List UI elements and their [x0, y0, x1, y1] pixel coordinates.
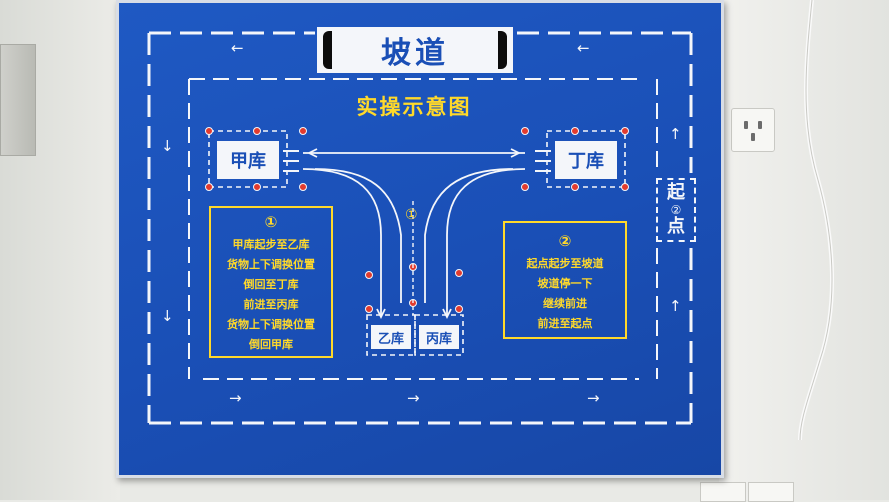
instruction-line: 甲库起步至乙库 [232, 238, 310, 251]
outlet-hole [758, 121, 762, 129]
board-title: 坡道 [317, 27, 513, 73]
instructions-1-number: ① [264, 213, 278, 231]
instruction-line: 倒回至丁库 [243, 278, 299, 291]
title-bracket-left [323, 31, 332, 69]
garage-yi: 乙库 [371, 325, 411, 349]
board-subtitle: 实操示意图 [356, 95, 472, 119]
start-char-bottom: 点 [667, 216, 685, 237]
garage-jia: 甲库 [217, 141, 279, 179]
wall-outlet [731, 108, 775, 152]
instruction-line: 货物上下调换位置 [227, 258, 315, 271]
instruction-line: 倒回甲库 [249, 338, 293, 351]
arrow-bottom-middle: → [407, 389, 420, 407]
garage-bing: 丙库 [419, 325, 459, 349]
arrow-left-lower: ↓ [161, 307, 174, 325]
arrow-top-right: ← [577, 39, 590, 57]
title-bracket-right [498, 31, 507, 69]
arrow-bottom-left: → [229, 389, 242, 407]
instructions-box-2: ② 起点起步至坡道 坡道停一下 继续前进 前进至起点 [503, 221, 627, 339]
outlet-hole [744, 121, 748, 129]
wall-mounted-box [0, 44, 36, 156]
start-char-top: 起 [667, 182, 685, 203]
instruction-board: ← ← → → → ↓ ↓ ↑ ↑ 坡道 实操示意图 甲库 丁库 乙库 丙库 ①… [116, 0, 724, 478]
board-title-text: 坡道 [381, 36, 449, 71]
instruction-line: 前进至起点 [537, 317, 593, 330]
arrow-bottom-right: → [587, 389, 600, 407]
instruction-line: 继续前进 [543, 297, 587, 310]
arrow-left-upper: ↓ [161, 137, 174, 155]
start-number: ② [670, 203, 682, 217]
arrow-right-upper: ↑ [669, 125, 682, 143]
outlet-hole [751, 133, 755, 141]
instruction-line: 起点起步至坡道 [526, 257, 604, 270]
garage-ding: 丁库 [555, 141, 617, 179]
instruction-line: 前进至丙库 [243, 298, 299, 311]
instructions-box-1: ① 甲库起步至乙库 货物上下调换位置 倒回至丁库 前进至丙库 货物上下调换位置 … [209, 206, 333, 358]
start-point-marker: 起 ② 点 [656, 178, 696, 242]
route-marker-1: ① [405, 207, 418, 223]
course-diagram: ← ← → → → ↓ ↓ ↑ ↑ [147, 31, 693, 425]
arrow-right-lower: ↑ [669, 297, 682, 315]
instruction-line: 坡道停一下 [537, 277, 593, 290]
arrow-top-left: ← [231, 39, 244, 57]
instructions-2-number: ② [558, 232, 572, 250]
instruction-line: 货物上下调换位置 [227, 318, 315, 331]
